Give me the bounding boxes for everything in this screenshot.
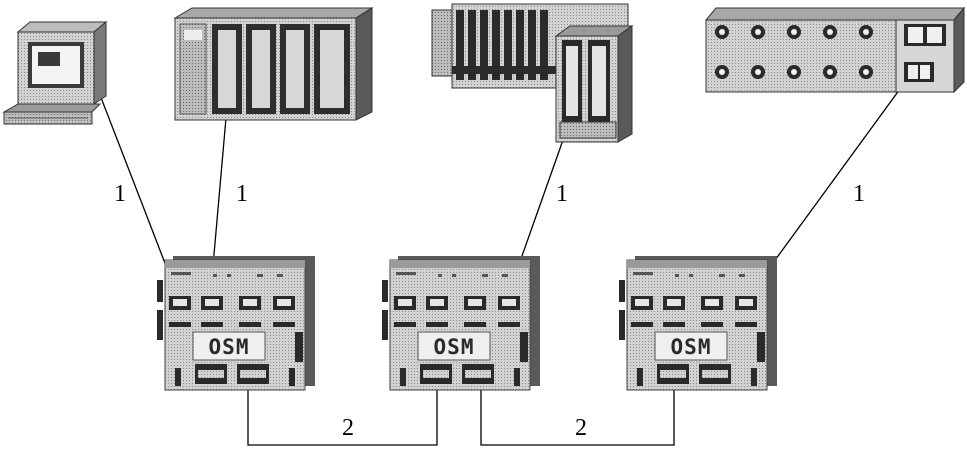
osm-module-1: OSM [156, 255, 316, 391]
computer-icon [2, 20, 108, 125]
osm-module-2: OSM [381, 255, 541, 391]
distributed-io-icon [431, 3, 634, 143]
osm-label: OSM [209, 335, 250, 359]
plc-rack-icon [173, 7, 374, 121]
interface-module-icon [704, 6, 966, 94]
label-link-io: 1 [556, 181, 568, 207]
label-link-pc: 1 [114, 181, 126, 207]
osm-label: OSM [671, 335, 712, 359]
osm-label: OSM [434, 335, 475, 359]
label-link-osm1-osm2: 2 [342, 415, 354, 441]
label-link-plc: 1 [236, 181, 248, 207]
link-osm1-osm2 [247, 390, 438, 446]
osm-module-3: OSM [618, 255, 778, 391]
link-osm2-osm3 [480, 390, 675, 446]
label-link-panel: 1 [853, 181, 865, 207]
label-link-osm2-osm3: 2 [575, 415, 587, 441]
